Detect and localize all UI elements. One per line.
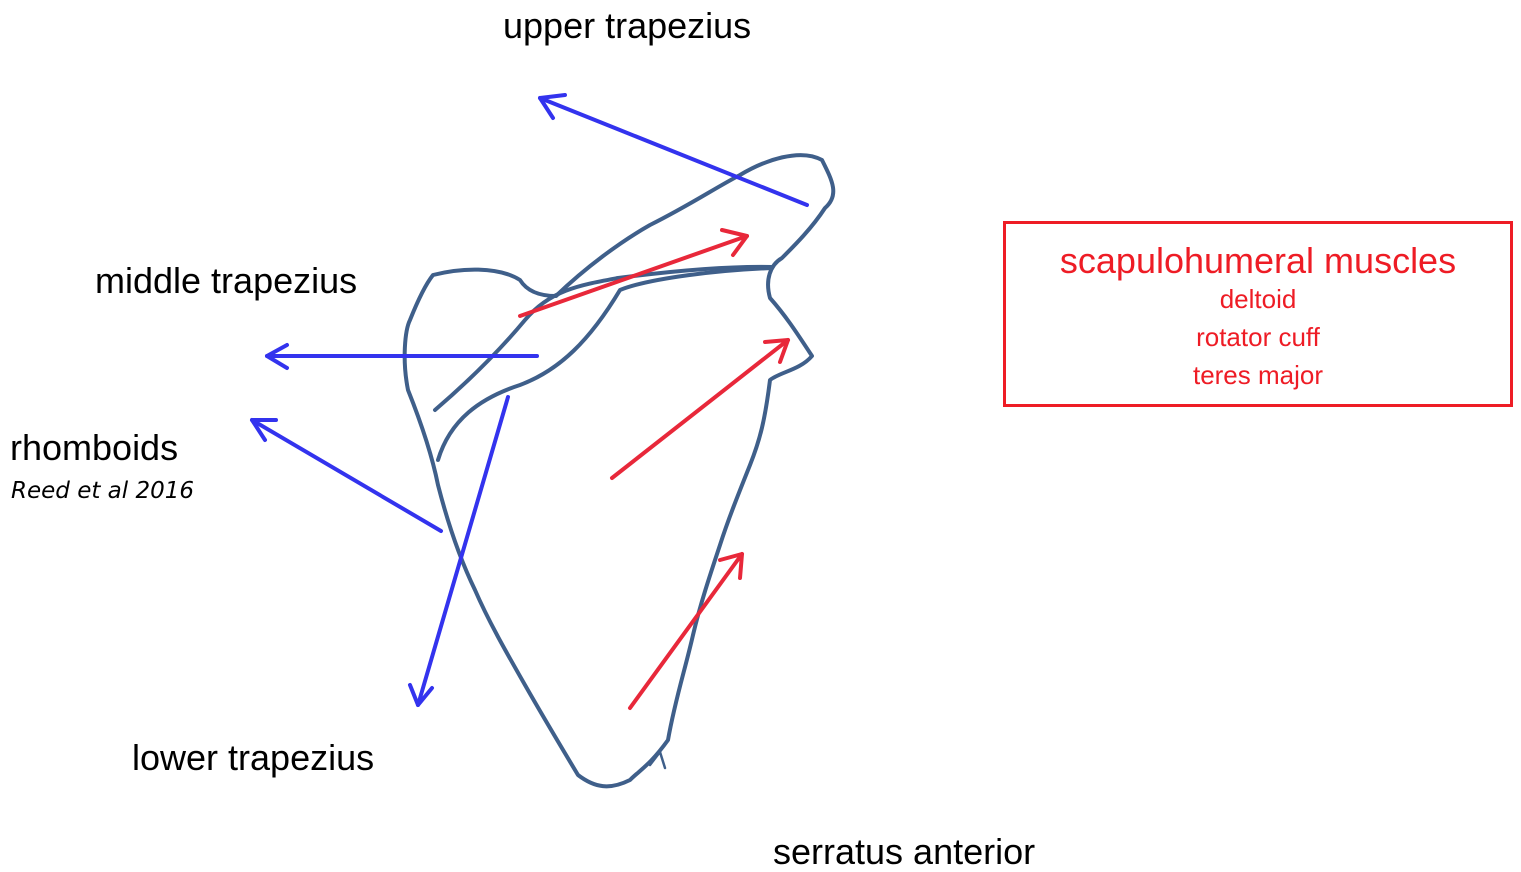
lower-trapezius-label: lower trapezius [132,740,374,776]
scapulohumeral-item-rotator-cuff: rotator cuff [1006,318,1510,356]
middle-trapezius-arrow [267,345,537,368]
rhomboids-label: rhomboids [10,430,178,466]
rhomboids-arrow [252,420,441,531]
middle-trapezius-label: middle trapezius [95,263,357,299]
scapulohumeral-arrow-2 [612,340,788,478]
scapulohumeral-muscles-box: scapulohumeral muscles deltoid rotator c… [1003,221,1513,407]
scapulohumeral-item-deltoid: deltoid [1006,280,1510,318]
scapulohumeral-arrow-3 [630,554,742,708]
scapular-spine-lower [438,268,772,460]
serratus-anterior-label: serratus anterior [773,834,1035,870]
citation-label: Reed et al 2016 [11,478,194,504]
upper-trapezius-label: upper trapezius [503,8,751,44]
upper-trapezius-arrow [540,95,807,205]
scapulohumeral-title: scapulohumeral muscles [1006,242,1510,280]
scapulohumeral-item-teres-major: teres major [1006,356,1510,394]
